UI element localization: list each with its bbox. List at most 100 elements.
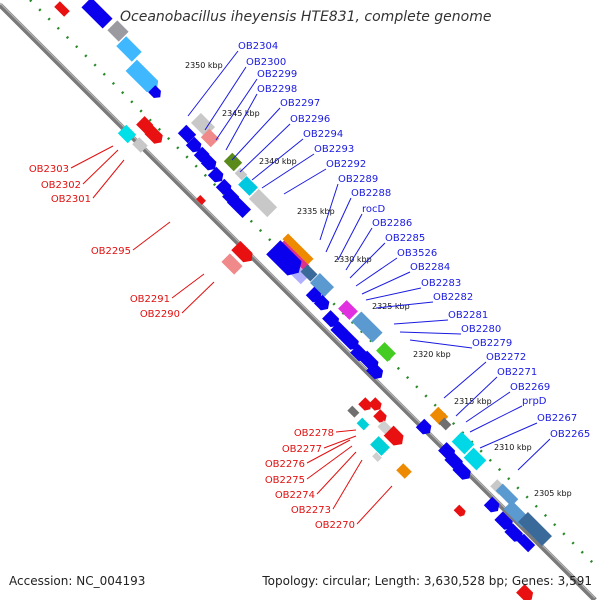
reverse-gene-label[interactable]: OB2278 [294, 428, 334, 439]
reverse-gene-arrow [196, 195, 206, 205]
reverse-gene-label[interactable]: OB2276 [265, 459, 305, 470]
forward-gene-label[interactable]: prpD [522, 396, 547, 407]
forward-gene-label[interactable]: OB2296 [290, 114, 330, 125]
forward-label-leader [345, 227, 373, 271]
forward-gene-label[interactable]: OB2284 [410, 262, 450, 273]
reverse-label-leader [171, 273, 205, 299]
forward-gene-label[interactable]: OB2293 [314, 144, 354, 155]
forward-label-leader [325, 197, 352, 253]
forward-gene-label[interactable]: OB2281 [448, 310, 488, 321]
forward-gene-arrow [207, 166, 224, 183]
forward-label-leader [251, 138, 304, 181]
forward-label-leader [479, 422, 538, 449]
forward-gene-label[interactable]: OB2294 [303, 129, 343, 140]
reverse-gene-label[interactable]: OB2275 [265, 475, 305, 486]
forward-gene-label[interactable]: OB2288 [351, 188, 391, 199]
reverse-gene-arrow [221, 253, 243, 275]
forward-gene-label[interactable]: OB2283 [421, 278, 461, 289]
forward-label-leader [443, 361, 487, 399]
forward-gene-label[interactable]: OB2286 [372, 218, 412, 229]
scale-label: 2315 kbp [454, 397, 492, 406]
reverse-gene-label[interactable]: OB2303 [29, 164, 69, 175]
forward-gene-arrow [452, 461, 471, 480]
forward-gene-label[interactable]: OB2282 [433, 292, 473, 303]
reverse-gene-arrow [132, 137, 148, 153]
forward-gene-label[interactable]: OB2289 [338, 174, 378, 185]
forward-gene-arrow [518, 512, 552, 546]
forward-label-leader [283, 168, 327, 195]
forward-gene-label[interactable]: OB2292 [326, 159, 366, 170]
forward-gene-arrow [494, 511, 513, 530]
reverse-gene-arrow [516, 584, 534, 600]
reverse-gene-label[interactable]: OB2302 [41, 180, 81, 191]
forward-gene-label[interactable]: OB2298 [257, 84, 297, 95]
scale-label: 2335 kbp [297, 207, 335, 216]
forward-gene-label[interactable]: OB2297 [280, 98, 320, 109]
forward-label-leader [455, 376, 498, 417]
forward-gene-labels: OB2304OB2300OB2299OB2298OB2297OB2296OB22… [187, 41, 590, 471]
forward-gene-arrow [148, 85, 161, 98]
forward-gene-label[interactable]: OB2271 [497, 367, 537, 378]
forward-label-leader [215, 78, 258, 141]
reverse-gene-label[interactable]: OB2291 [130, 294, 170, 305]
reverse-gene-label[interactable]: OB2277 [282, 444, 322, 455]
topology-text: Topology: circular; Length: 3,630,528 bp… [262, 574, 592, 588]
forward-gene-arrow [495, 483, 519, 507]
forward-gene-label[interactable]: OB2279 [472, 338, 512, 349]
forward-label-leader [337, 213, 363, 261]
forward-gene-arrow [266, 240, 302, 276]
forward-gene-arrow [282, 233, 314, 265]
forward-label-leader [204, 66, 247, 131]
forward-gene-arrow [483, 496, 500, 513]
forward-gene-label[interactable]: rocD [362, 204, 386, 215]
forward-label-leader [409, 339, 473, 349]
forward-gene-label[interactable]: OB2285 [385, 233, 425, 244]
forward-gene-arrow [305, 286, 322, 303]
forward-gene-arrow [309, 272, 335, 298]
forward-gene-arrow [351, 311, 383, 343]
forward-label-leader [361, 271, 411, 295]
reverse-gene-label[interactable]: OB2273 [291, 505, 331, 516]
reverse-gene-label[interactable]: OB2301 [51, 194, 91, 205]
forward-gene-arrow [234, 167, 248, 181]
forward-gene-label[interactable]: OB3526 [397, 248, 437, 259]
forward-gene-arrow [200, 154, 217, 171]
reverse-label-leader [356, 485, 393, 525]
forward-gene-arrow [125, 59, 159, 93]
forward-gene-arrow [116, 36, 142, 62]
forward-gene-label[interactable]: OB2299 [257, 69, 297, 80]
forward-gene-label[interactable]: OB2265 [550, 429, 590, 440]
forward-gene-arrow [81, 0, 113, 29]
forward-gene-label[interactable]: OB2269 [510, 382, 550, 393]
reverse-gene-arrow [231, 240, 253, 263]
reverse-label-leader [332, 459, 363, 510]
reverse-label-leader [323, 435, 357, 449]
reverse-gene-label[interactable]: OB2270 [315, 520, 355, 531]
forward-gene-label[interactable]: OB2280 [461, 324, 501, 335]
reverse-gene-label[interactable]: OB2290 [140, 309, 180, 320]
reverse-gene-arrow [358, 397, 372, 411]
forward-label-leader [399, 331, 462, 335]
forward-gene-label[interactable]: OB2304 [238, 41, 278, 52]
reverse-gene-arrow [453, 504, 466, 517]
reverse-label-leader [335, 429, 357, 433]
reverse-gene-arrow [54, 1, 70, 17]
reverse-gene-arrow [372, 452, 382, 462]
forward-gene-label[interactable]: OB2267 [537, 413, 577, 424]
reverse-gene-arrow [144, 125, 163, 144]
reverse-gene-label[interactable]: OB2274 [275, 490, 315, 501]
reverse-gene-label[interactable]: OB2295 [91, 246, 131, 257]
forward-gene-arrow [415, 418, 432, 435]
scale-label: 2340 kbp [259, 157, 297, 166]
reverse-label-leader [132, 221, 171, 251]
reverse-gene-arrow [347, 405, 360, 418]
forward-label-leader [239, 123, 291, 173]
forward-gene-label[interactable]: OB2300 [246, 57, 286, 68]
forward-gene-label[interactable]: OB2272 [486, 352, 526, 363]
reverse-gene-arrow [368, 397, 382, 411]
reverse-gene-arrow [136, 116, 154, 134]
forward-gene-arrow [313, 294, 330, 311]
reverse-gene-arrow [383, 425, 404, 446]
